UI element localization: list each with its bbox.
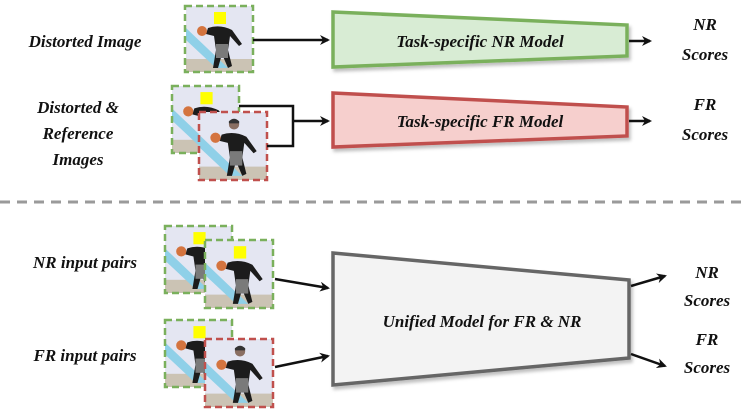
arrow-icon: [630, 352, 667, 369]
nr-scores-label-line1: NR: [692, 15, 717, 34]
nr-scores-label-line2: Scores: [682, 45, 729, 64]
distorted-reference-label-line1: Distorted &: [36, 98, 119, 117]
arrow-icon: [630, 273, 667, 288]
unified-model-label: Unified Model for FR & NR: [383, 312, 582, 331]
unified-fr-scores-label-line2: Scores: [684, 358, 731, 377]
distorted-image-thumbnail: [183, 4, 255, 74]
task-specific-nr-model-box: [331, 10, 629, 69]
task-specific-fr-model-label: Task-specific FR Model: [397, 112, 564, 131]
reference-image-thumbnail: [197, 110, 269, 182]
fr-pair-reference-thumbnail: [203, 337, 275, 409]
merge-connector: [239, 104, 295, 148]
nr-input-pairs-label: NR input pairs: [32, 253, 137, 272]
fr-scores-label-line1: FR: [693, 95, 717, 114]
distorted-reference-label-line2: Reference: [42, 124, 114, 143]
nr-pair-second-thumbnail: [203, 238, 275, 310]
unified-model-box: [331, 251, 631, 387]
task-specific-nr-model-label: Task-specific NR Model: [396, 32, 564, 51]
arrow-icon: [274, 277, 330, 292]
arrow-icon: [274, 352, 330, 369]
unified-nr-scores-label-line1: NR: [694, 263, 719, 282]
distorted-reference-label-line3: Images: [52, 150, 104, 169]
fr-input-pairs-label: FR input pairs: [33, 346, 137, 365]
unified-fr-scores-label-line1: FR: [695, 330, 719, 349]
unified-nr-scores-label-line2: Scores: [684, 291, 731, 310]
fr-scores-label-line2: Scores: [682, 125, 729, 144]
distorted-image-label: Distorted Image: [28, 32, 142, 51]
task-specific-fr-model-box: [331, 91, 629, 149]
